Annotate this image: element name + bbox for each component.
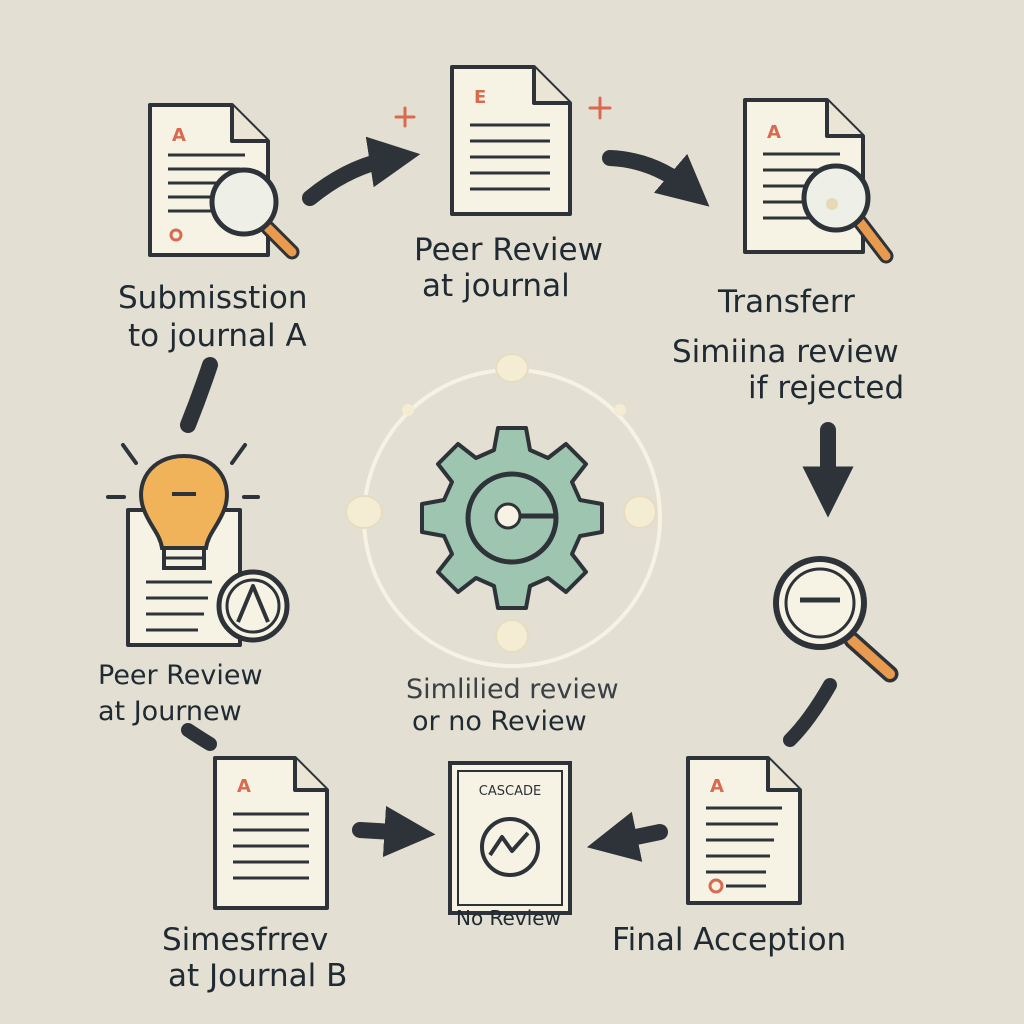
cascade-box-icon: CASCADE (448, 761, 572, 915)
lightbulb-icon (106, 443, 260, 570)
step-label-submission: Submisstion (118, 280, 308, 316)
central-cycle-ring (345, 353, 662, 668)
step-label-peer-review-a: Peer Review (414, 232, 603, 268)
step-label-journal-b-line2: at Journal B (168, 958, 348, 994)
magnifier-icon (801, 163, 894, 264)
arrow-icon (352, 805, 436, 858)
step-label-simplified: Simlilied review (406, 674, 619, 705)
magnifier-icon (216, 569, 290, 643)
step-label-simplified-line2: or no Review (412, 706, 587, 737)
magnifier-icon (209, 167, 300, 260)
arrow-icon (602, 150, 710, 207)
svg-text:A: A (710, 776, 724, 797)
arrow-icon (180, 357, 218, 433)
step-label-journal-b: Simesfrrev (162, 922, 329, 958)
step-label-peer-review-b-line2: at Journew (98, 696, 242, 727)
svg-text:CASCADE: CASCADE (479, 784, 541, 799)
gear-icon (420, 426, 604, 610)
svg-text:A: A (767, 122, 781, 143)
step-label-submission-line2: to journal A (128, 318, 307, 354)
document-icon: A (686, 756, 802, 905)
document-icon: A (213, 756, 329, 910)
magnifier-icon (773, 556, 899, 683)
arrow-icon (302, 136, 421, 206)
step-label-final: Final Acception (612, 922, 847, 958)
step-label-transfer: Transferr (718, 284, 855, 320)
arrow-icon (181, 723, 217, 751)
svg-text:A: A (237, 776, 251, 797)
svg-text:A: A (172, 125, 186, 146)
document-icon: E (450, 65, 572, 216)
step-label-transfer-line3: if rejected (748, 370, 905, 406)
step-label-peer-review-a-line2: at journal (422, 268, 570, 304)
svg-text:E: E (474, 87, 486, 108)
step-label-transfer-line2: Simiina review (672, 334, 899, 370)
arrow-icon (783, 678, 837, 747)
cascade-caption: No Review (456, 906, 561, 930)
sparkle-icon (394, 96, 612, 128)
arrow-icon (586, 811, 668, 862)
step-label-peer-review-b: Peer Review (98, 660, 263, 691)
